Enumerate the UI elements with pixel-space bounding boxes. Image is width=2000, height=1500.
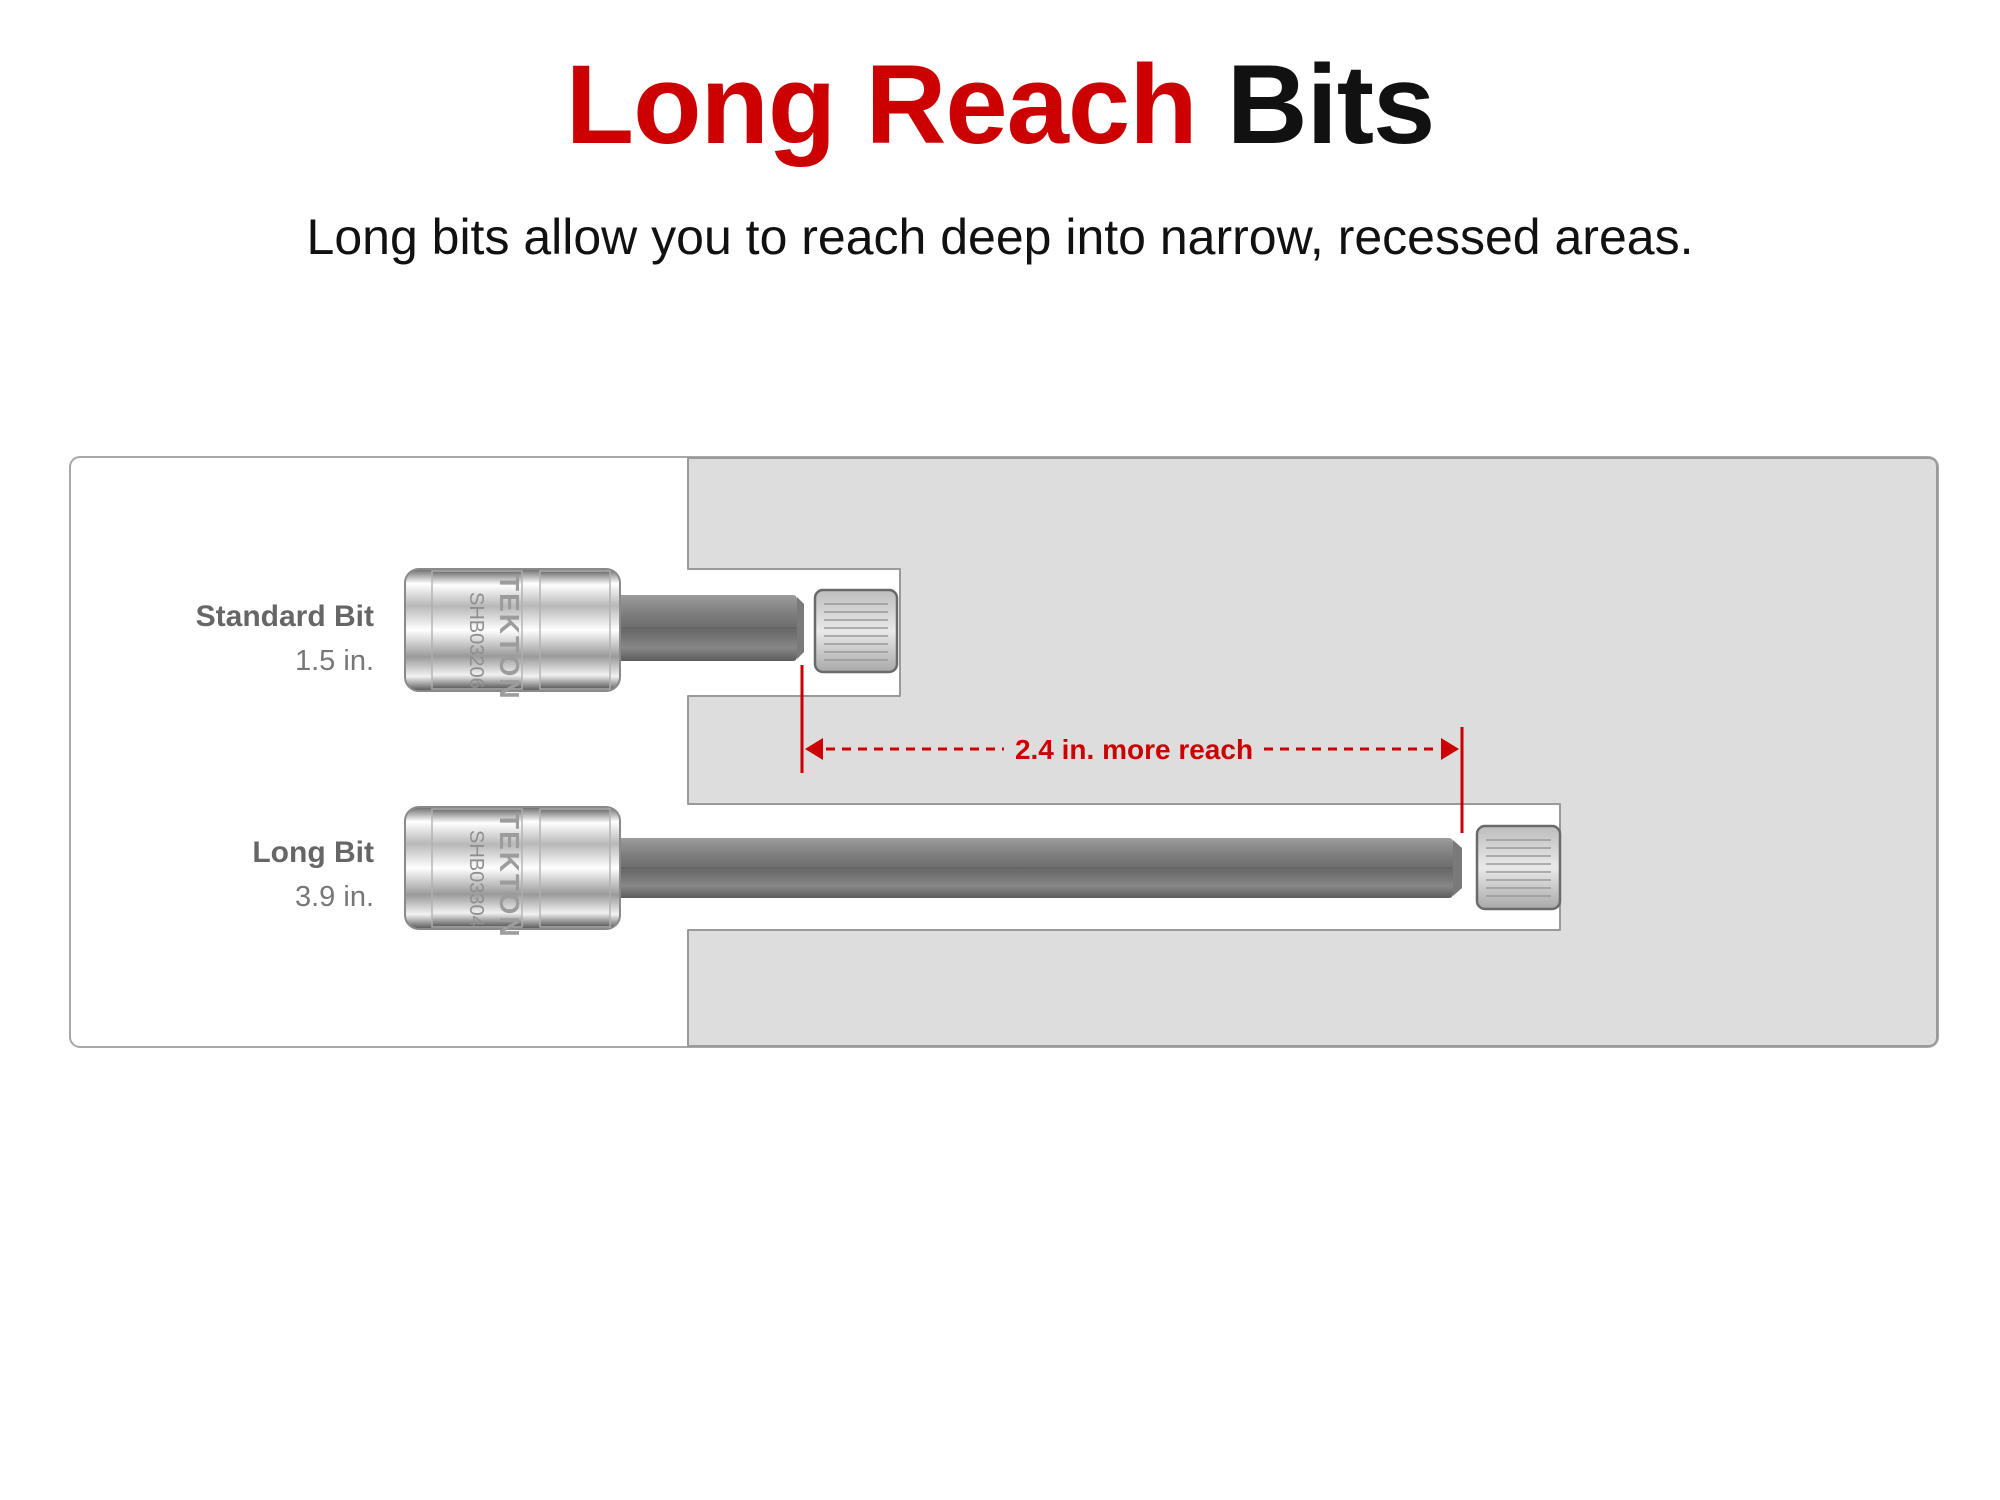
standard-bit-name: Standard Bit [196,600,374,633]
standard-bit-model-mark: SHB03206 [465,592,487,689]
long-screw [1475,824,1562,911]
page-subtitle: Long bits allow you to reach deep into n… [306,209,1694,265]
long-bit-tip [1453,840,1462,896]
long-bit: TEKTON SHB03304 [404,806,1462,939]
dimension-label: 2.4 in. more reach [1015,734,1253,765]
workpiece-panel [687,457,1938,1047]
long-bit-length: 3.9 in. [295,881,374,913]
reach-dimension: 2.4 in. more reach [800,665,1464,833]
long-bit-brand-mark: TEKTON [494,812,525,939]
page-title: Long Reach Bits [0,38,2000,172]
standard-bit: TEKTON SHB03206 [404,568,804,701]
standard-bit-length: 1.5 in. [295,645,374,677]
title-plain: Bits [1226,42,1436,167]
long-bit-name: Long Bit [252,836,374,869]
dimension-arrow-right [1441,738,1459,760]
long-bit-model-mark: SHB03304 [465,830,487,927]
title-accent: Long Reach [565,42,1198,167]
standard-bit-tip [797,597,804,659]
standard-screw [813,588,899,674]
standard-bit-brand-mark: TEKTON [494,574,525,701]
dimension-arrow-left [805,738,823,760]
